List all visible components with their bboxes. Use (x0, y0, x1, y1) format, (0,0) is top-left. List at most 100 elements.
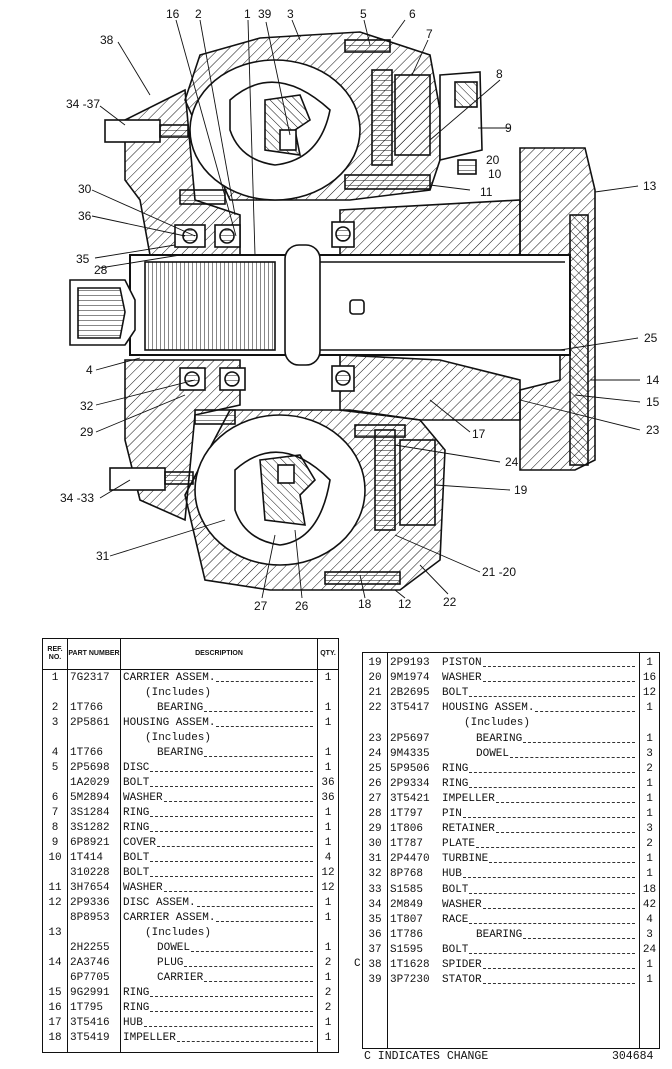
part-number-cell: S1595 (390, 943, 424, 956)
leader-dashes (469, 913, 635, 924)
leader-dashes (150, 851, 313, 862)
leader-dashes (150, 776, 313, 787)
description-text: (Includes) (145, 926, 213, 941)
callout-label: 30 (78, 182, 92, 196)
description-text: RING (442, 776, 470, 792)
quantity-cell: 4 (646, 913, 653, 926)
quantity-cell: 42 (642, 898, 657, 911)
ref-no-cell: 12 (48, 897, 62, 909)
part-number-cell: 2P9334 (390, 777, 430, 790)
part-number-cell: 1A2029 (70, 777, 110, 789)
callout-label: 16 (166, 7, 180, 21)
description-cell: (Includes) (145, 926, 315, 941)
description-cell: WASHER (123, 881, 315, 896)
callout-label: 11 (480, 185, 493, 199)
callout-label: 35 (76, 252, 90, 266)
part-number-cell: 2P9336 (70, 897, 110, 909)
part-number-cell: 3S1282 (70, 822, 110, 834)
ref-no-cell: 22 (368, 702, 382, 715)
part-number-cell: 5M2894 (70, 792, 110, 804)
description-cell: RETAINER (442, 822, 637, 838)
part-number-cell: 310228 (70, 867, 110, 879)
callout-label: 24 (505, 455, 519, 469)
description-text: (Includes) (464, 716, 532, 732)
leader-dashes (191, 941, 313, 952)
callout-label: 4 (86, 363, 93, 377)
quantity-cell: 1 (324, 897, 332, 909)
description-cell: HUB (123, 1016, 315, 1031)
part-number-cell: 2B2695 (390, 687, 430, 700)
quantity-cell: 4 (324, 852, 332, 864)
leader-dashes (216, 911, 313, 922)
quantity-cell: 1 (646, 974, 653, 987)
ref-no-cell: 20 (368, 672, 382, 685)
part-number-cell: 1T766 (70, 702, 104, 714)
part-number-cell: 9M4335 (390, 747, 430, 760)
leader-dashes (216, 716, 313, 727)
part-number-cell: 3H7654 (70, 882, 110, 894)
description-text: WASHER (442, 671, 483, 687)
description-text: RACE (442, 912, 470, 928)
quantity-cell: 1 (324, 702, 332, 714)
part-number-cell: 1T806 (390, 823, 424, 836)
description-cell: COVER (123, 836, 315, 851)
callout-label: 34 -37 (66, 97, 100, 111)
ref-no-cell: 30 (368, 838, 382, 851)
ref-no-cell: 31 (368, 853, 382, 866)
leader-dashes (476, 837, 635, 849)
description-text: DISC ASSEM. (123, 896, 197, 911)
quantity-cell: 16 (642, 672, 657, 685)
part-number-cell: 9M1974 (390, 672, 430, 685)
quantity-cell: 1 (646, 732, 653, 745)
description-cell: CARRIER (157, 971, 315, 986)
ref-no-cell: 5 (51, 762, 59, 774)
description-cell: PIN (442, 807, 637, 823)
quantity-cell: 1 (646, 853, 653, 866)
callout-label: 7 (426, 27, 433, 41)
quantity-cell: 12 (321, 882, 335, 894)
ref-no-cell: 28 (368, 808, 382, 820)
description-cell: DISC (123, 761, 315, 776)
callout-label: 10 (488, 167, 502, 181)
description-cell: HOUSING ASSEM. (123, 716, 315, 731)
description-cell: WASHER (442, 897, 637, 913)
leader-dashes (482, 898, 635, 909)
header-part-number: PART NUMBER (68, 639, 120, 670)
description-cell: HUB (442, 867, 637, 883)
description-text: BOLT (442, 686, 470, 702)
leader-dashes (150, 866, 313, 877)
ref-no-cell: 10 (48, 852, 62, 864)
description-text: DOWEL (157, 941, 192, 956)
part-number-cell: 6P7705 (70, 972, 110, 984)
part-number-cell: 1T797 (390, 808, 424, 820)
part-number-cell: 1T787 (390, 838, 424, 851)
description-text: BEARING (476, 731, 524, 747)
part-number-cell: 6P8921 (70, 837, 110, 849)
part-number-cell: 2A3746 (70, 957, 110, 969)
header-description: DESCRIPTION (121, 639, 317, 670)
description-cell: BOLT (442, 686, 637, 702)
description-cell: BOLT (123, 776, 315, 791)
leader-dashes (469, 762, 635, 773)
description-cell: BOLT (442, 882, 637, 898)
column-divider (639, 653, 640, 1048)
description-cell: BEARING (157, 701, 315, 716)
quantity-cell: 2 (646, 762, 653, 775)
leader-dashes (176, 1031, 313, 1042)
ref-no-cell: 32 (368, 868, 382, 881)
description-cell: BOLT (442, 942, 637, 958)
